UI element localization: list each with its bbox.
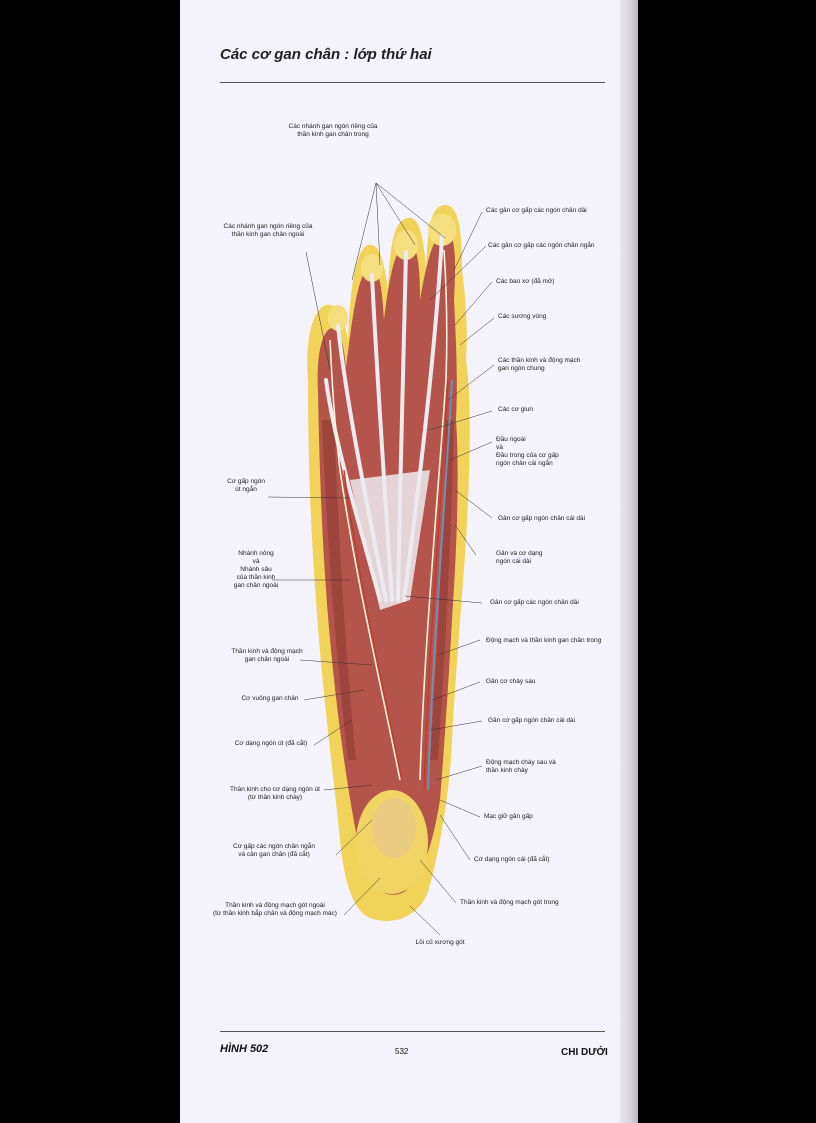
lateral-plantar-nerve [329,339,401,781]
figure-label-line: Các nhánh gan ngón riêng của [224,222,313,230]
figure-label-line: Lồi củ xương gót [415,937,464,946]
figure-label: Thần kinh cho cơ dạng ngón út(từ thần ki… [230,784,320,801]
toe-pad-4 [328,305,348,331]
figure-label-line: Gân cơ gấp ngón chân cái dài [488,715,575,724]
figure-label-line: thần kinh gan chân trong [297,129,369,138]
figure-label: Gân cơ chày sau [486,678,536,685]
figure-label: Các gân cơ gấp các ngón chân dài [486,205,587,214]
figure-label-line: Các bao xơ (đã mở) [496,277,554,285]
figure-label-line: Động mạch và thần kinh gan chân trong [486,635,602,644]
figure-label: Các gân cơ gấp các ngón chân ngắn [488,240,595,249]
toe-pad-2 [394,230,418,260]
figure-label-line: và cân gan chân (đã cắt) [238,849,310,858]
figure-label-line: út ngắn [235,484,257,493]
figure-number: HÌNH 502 [220,1043,269,1055]
figure-label-line: Các gân cơ gấp các ngón chân dài [486,205,587,214]
figure-label-line: (từ thần kinh bắp chân và động mạch mác) [213,908,337,917]
foot-illustration [307,205,470,921]
figure-label-line: Các sương vòng [498,313,547,320]
figure-label-line: ngón cái dài [496,558,531,565]
header-rule [220,82,605,83]
flexor-tendon-fan [350,470,430,610]
figure-label-line: và [496,444,503,451]
figure-label-line: Cơ dạng ngón cái (đã cắt) [474,854,549,863]
figure-label-line: Các gân cơ gấp các ngón chân ngắn [488,240,595,249]
figure-label: Cơ vuông gan chân [241,695,298,702]
figure-label-line: Đầu ngoài [496,434,526,443]
plantar-artery [423,379,449,791]
figure-label-line: Các thần kinh và động mạch [498,355,581,364]
figure-label: Thần kinh và động mạch gót trong [460,897,559,906]
figure-label-line: Nhánh nông [238,550,274,557]
heel-bone [372,798,416,858]
figure-label-line: Cơ vuông gan chân [241,695,298,702]
plantar-vein [427,379,453,791]
figure-label: Gân cơ gấp ngón chân cái dài [488,715,575,724]
figure-label: Các cơ giun [498,406,533,413]
figure-label: Các bao xơ (đã mở) [496,277,554,285]
figure-label-line: của thần kinh [237,572,276,581]
figure-label-line: Gân và cơ dạng [496,550,543,557]
figure-label-line: (từ thần kinh chày) [248,792,302,801]
leader-lines [267,182,495,936]
figure-label-line: và [253,558,260,565]
muscle-shadow-medial [430,420,454,760]
figure-label-line: thần kinh chày [486,765,529,774]
figure-label: Gân cơ gấp ngón chân cái dài [498,513,585,522]
footer-rule [220,1031,605,1032]
page-number: 532 [395,1047,409,1056]
figure-label-line: Các cơ giun [498,406,533,413]
toe-pad-1 [428,214,456,246]
figure-label-line: thần kinh gan chân ngoài [232,229,305,238]
figure-label-line: ngón chân cái ngắn [496,458,553,467]
figure-label-line: Cơ gấp ngón [227,476,265,485]
figure-label-line: gan chân ngoài [245,656,289,663]
figure-label-line: Mạc giữ gân gấp [484,811,533,820]
figure-label: Gân cơ gấp các ngón chân dài [490,597,579,606]
figure-label-line: Gân cơ gấp các ngón chân dài [490,597,579,606]
figure-label: Cơ dạng ngón út (đã cắt) [235,738,308,747]
section-name: CHI DƯỚI [561,1047,608,1058]
figure-label-line: gan chân ngoài [234,582,278,589]
figure-label-line: Thần kinh và động mạch gót trong [460,897,559,906]
figure-label-line: Gân cơ chày sau [486,678,536,685]
muscle-shadow-lateral [322,420,356,760]
figure-label-line: Thần kinh cho cơ dạng ngón út [230,784,320,793]
figure-label-line: Động mạch chày sau và [486,759,556,766]
figure-label: Động mạch và thần kinh gan chân trong [486,635,602,644]
figure-label: Các sương vòng [498,313,547,320]
figure-label-line: Gân cơ gấp ngón chân cái dài [498,513,585,522]
figure-label-line: Đầu trong của cơ gấp [496,450,559,459]
lateral-artery [343,469,403,781]
page-edge [620,0,638,1123]
figure-label-line: Nhánh sâu [240,566,272,573]
figure-label-line: gan ngón chung [498,365,545,372]
figure-label: Thần kinh và động mạch gót ngoài(từ thần… [213,900,337,917]
figure-label-line: Các nhánh gan ngón riêng của [289,122,378,130]
page-title: Các cơ gan chân : lớp thứ hai [220,46,432,63]
figure-label-line: Thần kinh và động mạch gót ngoài [225,900,325,909]
figure-label: Lồi củ xương gót [415,937,464,946]
figure-label-line: Cơ gấp các ngón chân ngắn [233,841,315,850]
figure-label-line: Cơ dạng ngón út (đã cắt) [235,738,308,747]
figure-label: Mạc giữ gân gấp [484,811,533,820]
figure-label: Cơ dạng ngón cái (đã cắt) [474,854,549,863]
medial-plantar-nerve [419,249,448,781]
toe-pad-3 [361,254,383,282]
figure-label-line: Thần kinh và động mạch [231,646,303,655]
